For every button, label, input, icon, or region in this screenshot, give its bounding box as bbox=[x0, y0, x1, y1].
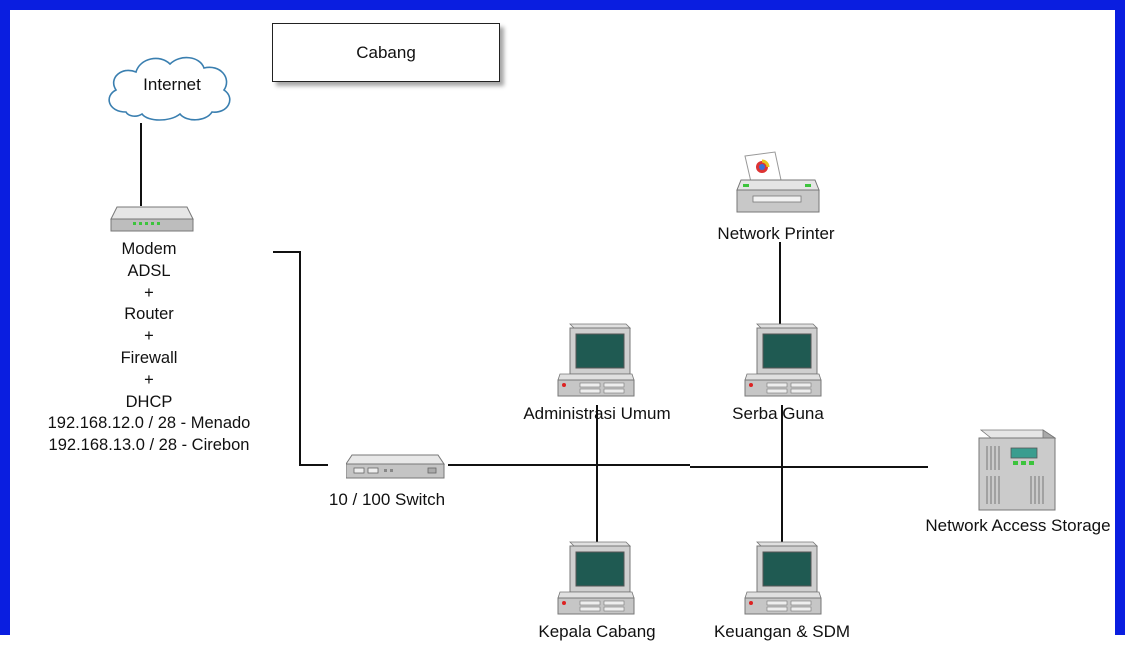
connection-lines bbox=[140, 123, 928, 542]
modem-line: 192.168.12.0 / 28 - Menado bbox=[47, 414, 251, 433]
modem-line: ADSL bbox=[127, 261, 171, 280]
computer-label-serba-guna: Serba Guna bbox=[732, 404, 824, 423]
server-icon bbox=[978, 429, 1057, 511]
computer-label-kepala-cabang: Kepala Cabang bbox=[538, 622, 656, 641]
modem-icon bbox=[110, 206, 194, 232]
internet-label: Internet bbox=[143, 75, 201, 94]
switch-icon bbox=[346, 454, 445, 479]
modem-line: + bbox=[144, 370, 154, 389]
modem-switch-link bbox=[273, 251, 328, 466]
computer-icon bbox=[744, 323, 822, 397]
printer-icon bbox=[736, 151, 820, 213]
modem-line: Modem bbox=[121, 240, 177, 258]
modem-line: DHCP bbox=[125, 392, 173, 411]
modem-line: + bbox=[144, 283, 154, 302]
modem-line: Router bbox=[124, 305, 174, 324]
modem-line: Firewall bbox=[120, 348, 178, 367]
computer-icon bbox=[744, 541, 822, 615]
modem-description: Modem ADSL + Router + Firewall + DHCP 19… bbox=[14, 239, 284, 457]
diagram-title-box: Cabang bbox=[272, 23, 500, 82]
storage-label: Network Access Storage bbox=[925, 516, 1111, 535]
computer-icon bbox=[557, 323, 635, 397]
computer-icon bbox=[557, 541, 635, 615]
printer-label: Network Printer bbox=[717, 224, 835, 243]
switch-label: 10 / 100 Switch bbox=[328, 490, 446, 509]
modem-line: 192.168.13.0 / 28 - Cirebon bbox=[48, 436, 250, 455]
computer-label-keuangan: Keuangan & SDM bbox=[713, 622, 851, 641]
cloud-icon bbox=[108, 56, 231, 121]
computer-label-administrasi: Administrasi Umum bbox=[523, 404, 671, 423]
diagram-title: Cabang bbox=[356, 42, 416, 62]
modem-line: + bbox=[144, 327, 154, 346]
